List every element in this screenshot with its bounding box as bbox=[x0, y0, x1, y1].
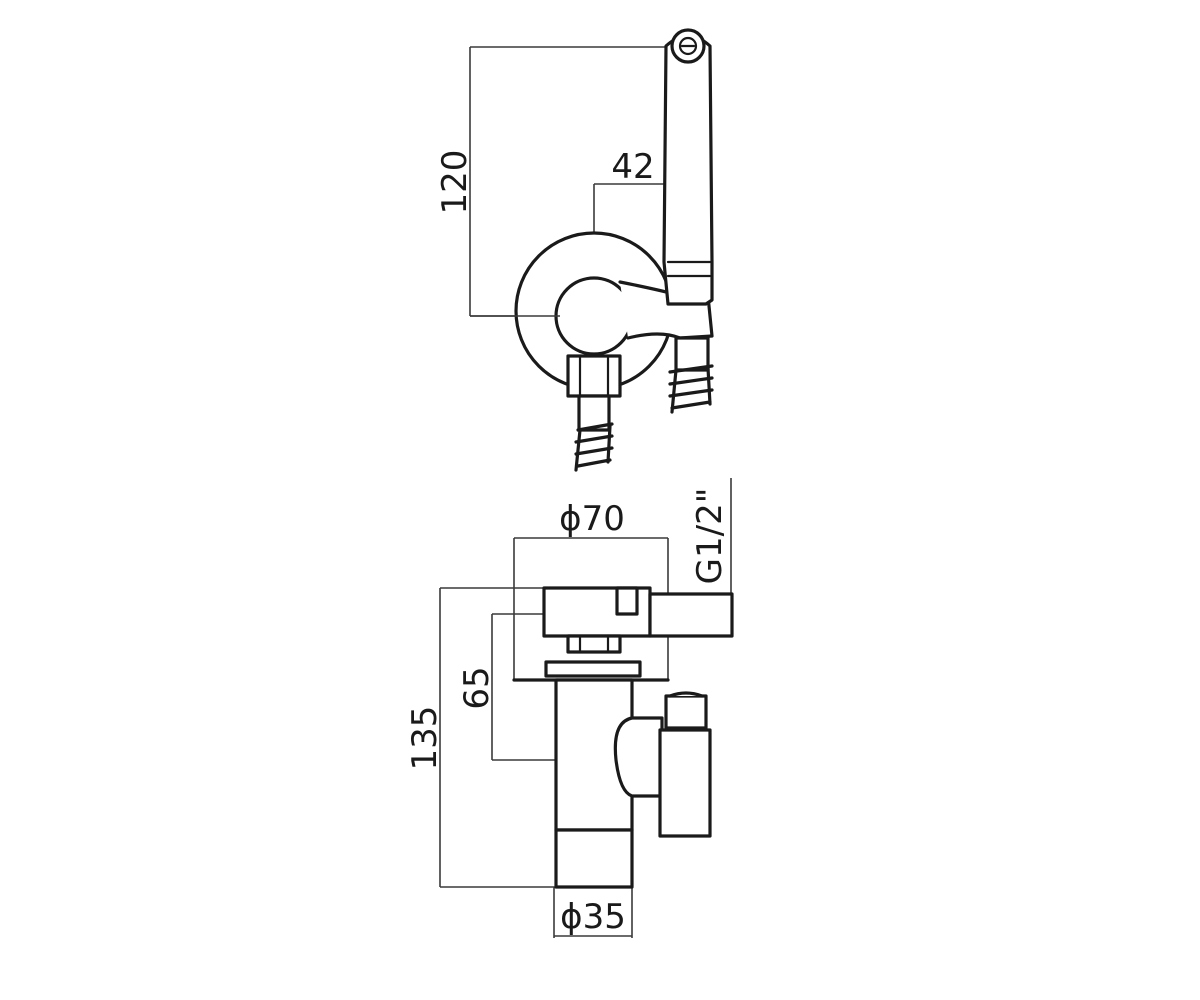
dimension-phi35 bbox=[553, 887, 633, 938]
shower-hose bbox=[668, 336, 714, 414]
dimension-135-label: 135 bbox=[405, 706, 445, 771]
valve-outlet-fitting bbox=[566, 354, 622, 472]
dimension-135 bbox=[439, 587, 556, 888]
valve-stem-nut bbox=[544, 634, 642, 678]
dimension-thread-label: G1/2" bbox=[690, 488, 730, 585]
shower-holder-side bbox=[658, 691, 712, 838]
front-view: 120 42 bbox=[435, 28, 714, 472]
valve-knob bbox=[554, 276, 634, 356]
dimension-65-label: 65 bbox=[457, 666, 497, 709]
dimension-120-label: 120 bbox=[435, 150, 475, 215]
side-knob bbox=[613, 716, 664, 798]
hand-shower bbox=[662, 28, 714, 306]
valve-body bbox=[542, 586, 734, 638]
dimension-phi35-label: ϕ35 bbox=[560, 897, 626, 937]
side-view: ϕ70 G1/2" 135 65 ϕ35 bbox=[405, 478, 734, 938]
dimension-42-label: 42 bbox=[611, 147, 654, 187]
dimension-phi70-label: ϕ70 bbox=[559, 499, 625, 539]
cylinder-body bbox=[554, 678, 634, 889]
